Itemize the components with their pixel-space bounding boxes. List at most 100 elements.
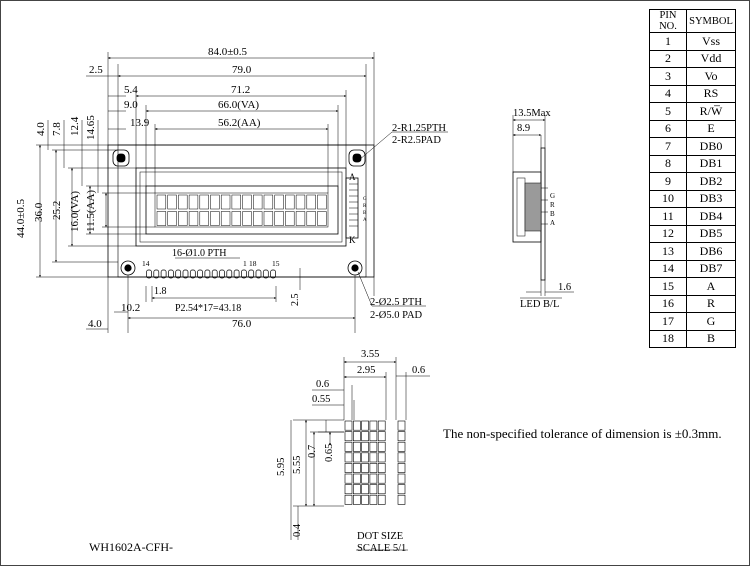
character-cell <box>188 211 199 226</box>
pin-pitch: P2.54*17=43.18 <box>175 303 241 314</box>
character-cell <box>178 194 188 210</box>
dim-14-65: 14.65 <box>85 115 97 140</box>
dim-5-4: 5.4 <box>124 84 138 96</box>
character-cell <box>178 211 188 226</box>
dot-0-6-top: 0.6 <box>412 365 425 376</box>
pin-symbol-cell: Vss <box>686 32 736 51</box>
side-led <box>524 182 542 232</box>
connector-pin <box>189 269 196 279</box>
dim-79: 79.0 <box>232 64 252 76</box>
pin-number-cell: 12 <box>649 224 687 243</box>
dot-3-55: 3.55 <box>361 349 379 360</box>
pin-number-cell: 15 <box>649 277 687 296</box>
front-rgb-g: G <box>363 197 367 202</box>
dot-cell <box>344 494 353 505</box>
pin-label-1: 1 <box>243 259 247 268</box>
dot-cell <box>369 431 378 442</box>
upper-right-mounting-hole <box>348 149 366 167</box>
front-rgb-b: B <box>363 211 367 216</box>
dot-cell <box>369 452 378 463</box>
side-view <box>512 147 548 281</box>
pin-number-cell: 18 <box>649 329 687 348</box>
front-rgb-r: R <box>363 204 367 209</box>
dot-cell <box>352 452 361 463</box>
dim-44: 44.0±0.5 <box>15 198 27 238</box>
side-rgb-b: B <box>550 210 555 218</box>
dot-2-95: 2.95 <box>357 365 375 376</box>
dot-0-6-left: 0.6 <box>316 379 329 390</box>
pin-number-cell: 11 <box>649 207 687 226</box>
pin-label-14: 14 <box>142 259 150 268</box>
dim-11-5-aa: 11.5(AA) <box>85 190 97 232</box>
callout-upper-holes-1: 2-R1.25PTH <box>392 123 446 134</box>
connector-pin <box>211 269 218 279</box>
viewing-area <box>145 185 339 235</box>
dot-cell <box>377 452 386 463</box>
dot-cell <box>369 441 378 452</box>
character-cell <box>231 194 241 210</box>
tolerance-note: The non-specified tolerance of dimension… <box>443 426 722 441</box>
pin-symbol-cell: DB1 <box>686 154 736 173</box>
led-cathode-label: K <box>349 235 356 245</box>
dot-cell <box>377 431 386 442</box>
pin-number-cell: 17 <box>649 312 687 331</box>
dot-cell <box>344 441 353 452</box>
character-cell <box>263 211 274 226</box>
dot-cell <box>352 463 361 473</box>
pin-symbol-cell: Vo <box>686 67 736 86</box>
dot-5-55: 5.55 <box>292 456 303 474</box>
dot-cell <box>397 441 406 452</box>
side-rgb-r: R <box>550 201 555 209</box>
pin-symbol-cell: B <box>686 329 736 348</box>
front-dimension-lines <box>36 52 448 333</box>
character-cell <box>231 211 241 226</box>
dot-cell <box>344 473 353 484</box>
character-cell <box>263 194 274 210</box>
pin-number-cell: 5 <box>649 102 687 121</box>
dot-caption-scale: SCALE 5/1 <box>357 543 406 554</box>
connector-pin <box>160 269 167 279</box>
dot-0-7: 0.7 <box>307 445 318 458</box>
pin-label-15: 15 <box>272 259 280 268</box>
side-led-bl: LED B/L <box>520 299 559 310</box>
dot-cell <box>361 494 369 505</box>
dot-cell <box>352 473 361 484</box>
dim-36: 36.0 <box>33 202 45 222</box>
callout-lower-holes-1: 2-Ø2.5 PTH <box>370 297 422 308</box>
connector-pin <box>270 269 276 279</box>
pin-number-cell: 10 <box>649 189 687 208</box>
character-cell <box>199 211 209 226</box>
front-view <box>107 144 375 278</box>
pin-symbol-cell: E <box>686 119 736 138</box>
dot-caption-size: DOT SIZE <box>357 531 403 542</box>
module-outline <box>107 144 375 278</box>
side-13-5-max: 13.5Max <box>513 108 551 119</box>
connector-pin <box>241 269 247 279</box>
pin-number-cell: 4 <box>649 84 687 103</box>
connector-pin <box>233 269 240 279</box>
dot-matrix-detail <box>344 420 406 505</box>
dot-0-4: 0.4 <box>292 523 303 537</box>
callout-lower-holes-2: 2-Ø5.0 PAD <box>370 310 423 321</box>
connector-pin <box>248 269 255 279</box>
character-cell <box>274 211 284 226</box>
pin-number-cell: 13 <box>649 242 687 261</box>
dim-9-0: 9.0 <box>124 99 138 111</box>
character-cell <box>253 194 263 210</box>
dot-cell <box>361 484 369 495</box>
dot-0-55: 0.55 <box>312 394 330 405</box>
character-cell <box>188 194 199 210</box>
character-cells <box>156 194 327 226</box>
dim-56-2-aa: 56.2(AA) <box>218 117 261 129</box>
